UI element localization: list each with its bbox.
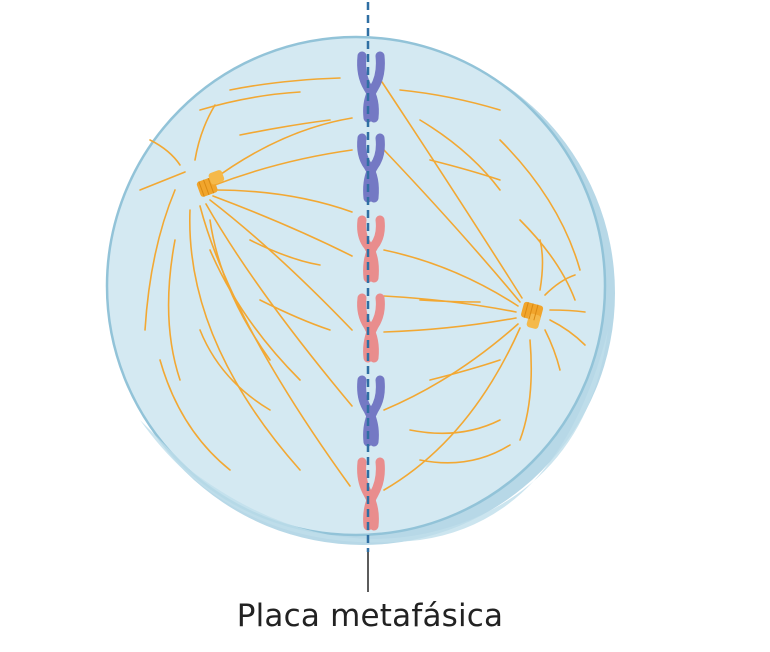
centrosome-left — [196, 170, 225, 197]
spindle-fibers — [139, 77, 586, 491]
centrosome-right — [521, 301, 544, 329]
cell-body — [105, 35, 607, 537]
metaphase-plate-label: Placa metafásica — [236, 598, 504, 634]
